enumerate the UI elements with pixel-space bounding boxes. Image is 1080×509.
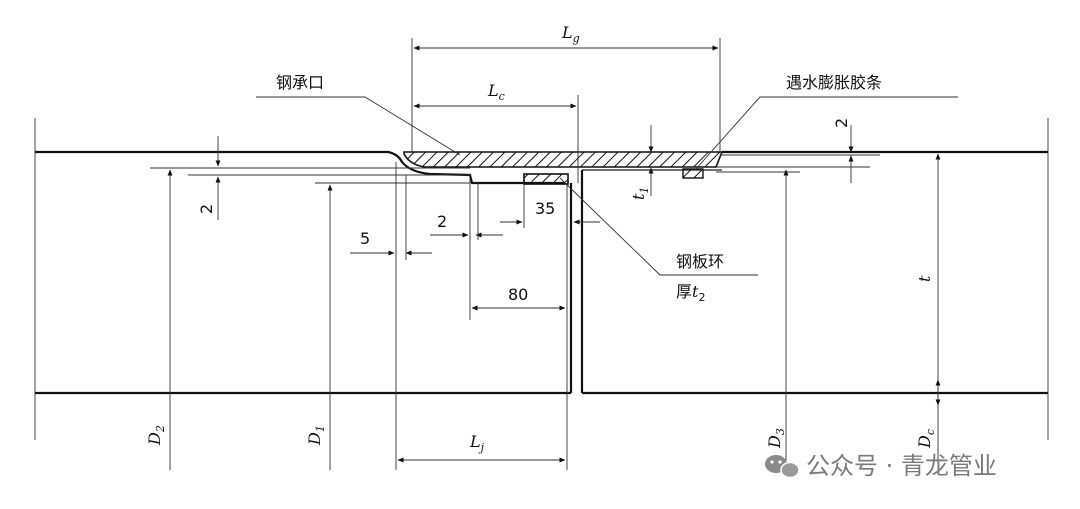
svg-text:t1: t1 (629, 187, 651, 200)
steel-ring (523, 173, 569, 185)
dim-d3-label: D3 (765, 428, 787, 449)
dim-2-mid: 2 (430, 175, 503, 320)
pipe-walls (34, 118, 1049, 440)
dim-2-left: 2 (197, 136, 221, 220)
dim-lc-label: Lc (487, 81, 505, 103)
svg-text:2: 2 (197, 204, 216, 214)
dim-2-top: 2 (832, 118, 854, 183)
svg-text:35: 35 (535, 199, 555, 218)
svg-text:80: 80 (508, 285, 528, 304)
leader-steel-socket: 钢承口 (256, 73, 461, 156)
dim-lj: Lj (395, 162, 568, 470)
dim-t-label: t (915, 275, 934, 282)
watermark-text: 公众号 · 青龙管业 (806, 452, 997, 480)
dim-t1: t1 (629, 125, 654, 200)
dim-80: 80 (471, 285, 566, 311)
leader-steel-ring: 钢板环 厚t2 (559, 177, 758, 304)
diameter-lines (167, 153, 941, 470)
steel-socket (403, 151, 724, 168)
label-thickness: 厚t2 (676, 282, 705, 304)
dim-lg: Lg (411, 23, 721, 152)
dim-dc-label: Dc (915, 429, 937, 449)
dim-5: 5 (350, 175, 432, 260)
label-steel-ring: 钢板环 (676, 252, 724, 271)
watermark: 公众号 · 青龙管业 (765, 452, 997, 480)
svg-text:2: 2 (437, 212, 447, 231)
svg-text:2: 2 (832, 118, 851, 128)
dim-d2-label: D2 (145, 425, 167, 446)
leader-swelling-strip: 遇水膨胀胶条 (694, 73, 958, 171)
dim-lg-label: Lg (561, 23, 580, 45)
swelling-strip (682, 168, 704, 179)
svg-text:5: 5 (360, 229, 370, 248)
dim-35: 35 (500, 184, 600, 228)
dim-lj-label: Lj (469, 432, 485, 454)
dim-lc: Lc (413, 81, 579, 183)
wechat-icon (765, 455, 800, 479)
label-steel-socket: 钢承口 (276, 73, 324, 92)
dim-d1-label: D1 (305, 425, 327, 446)
label-swelling-strip: 遇水膨胀胶条 (786, 73, 882, 92)
